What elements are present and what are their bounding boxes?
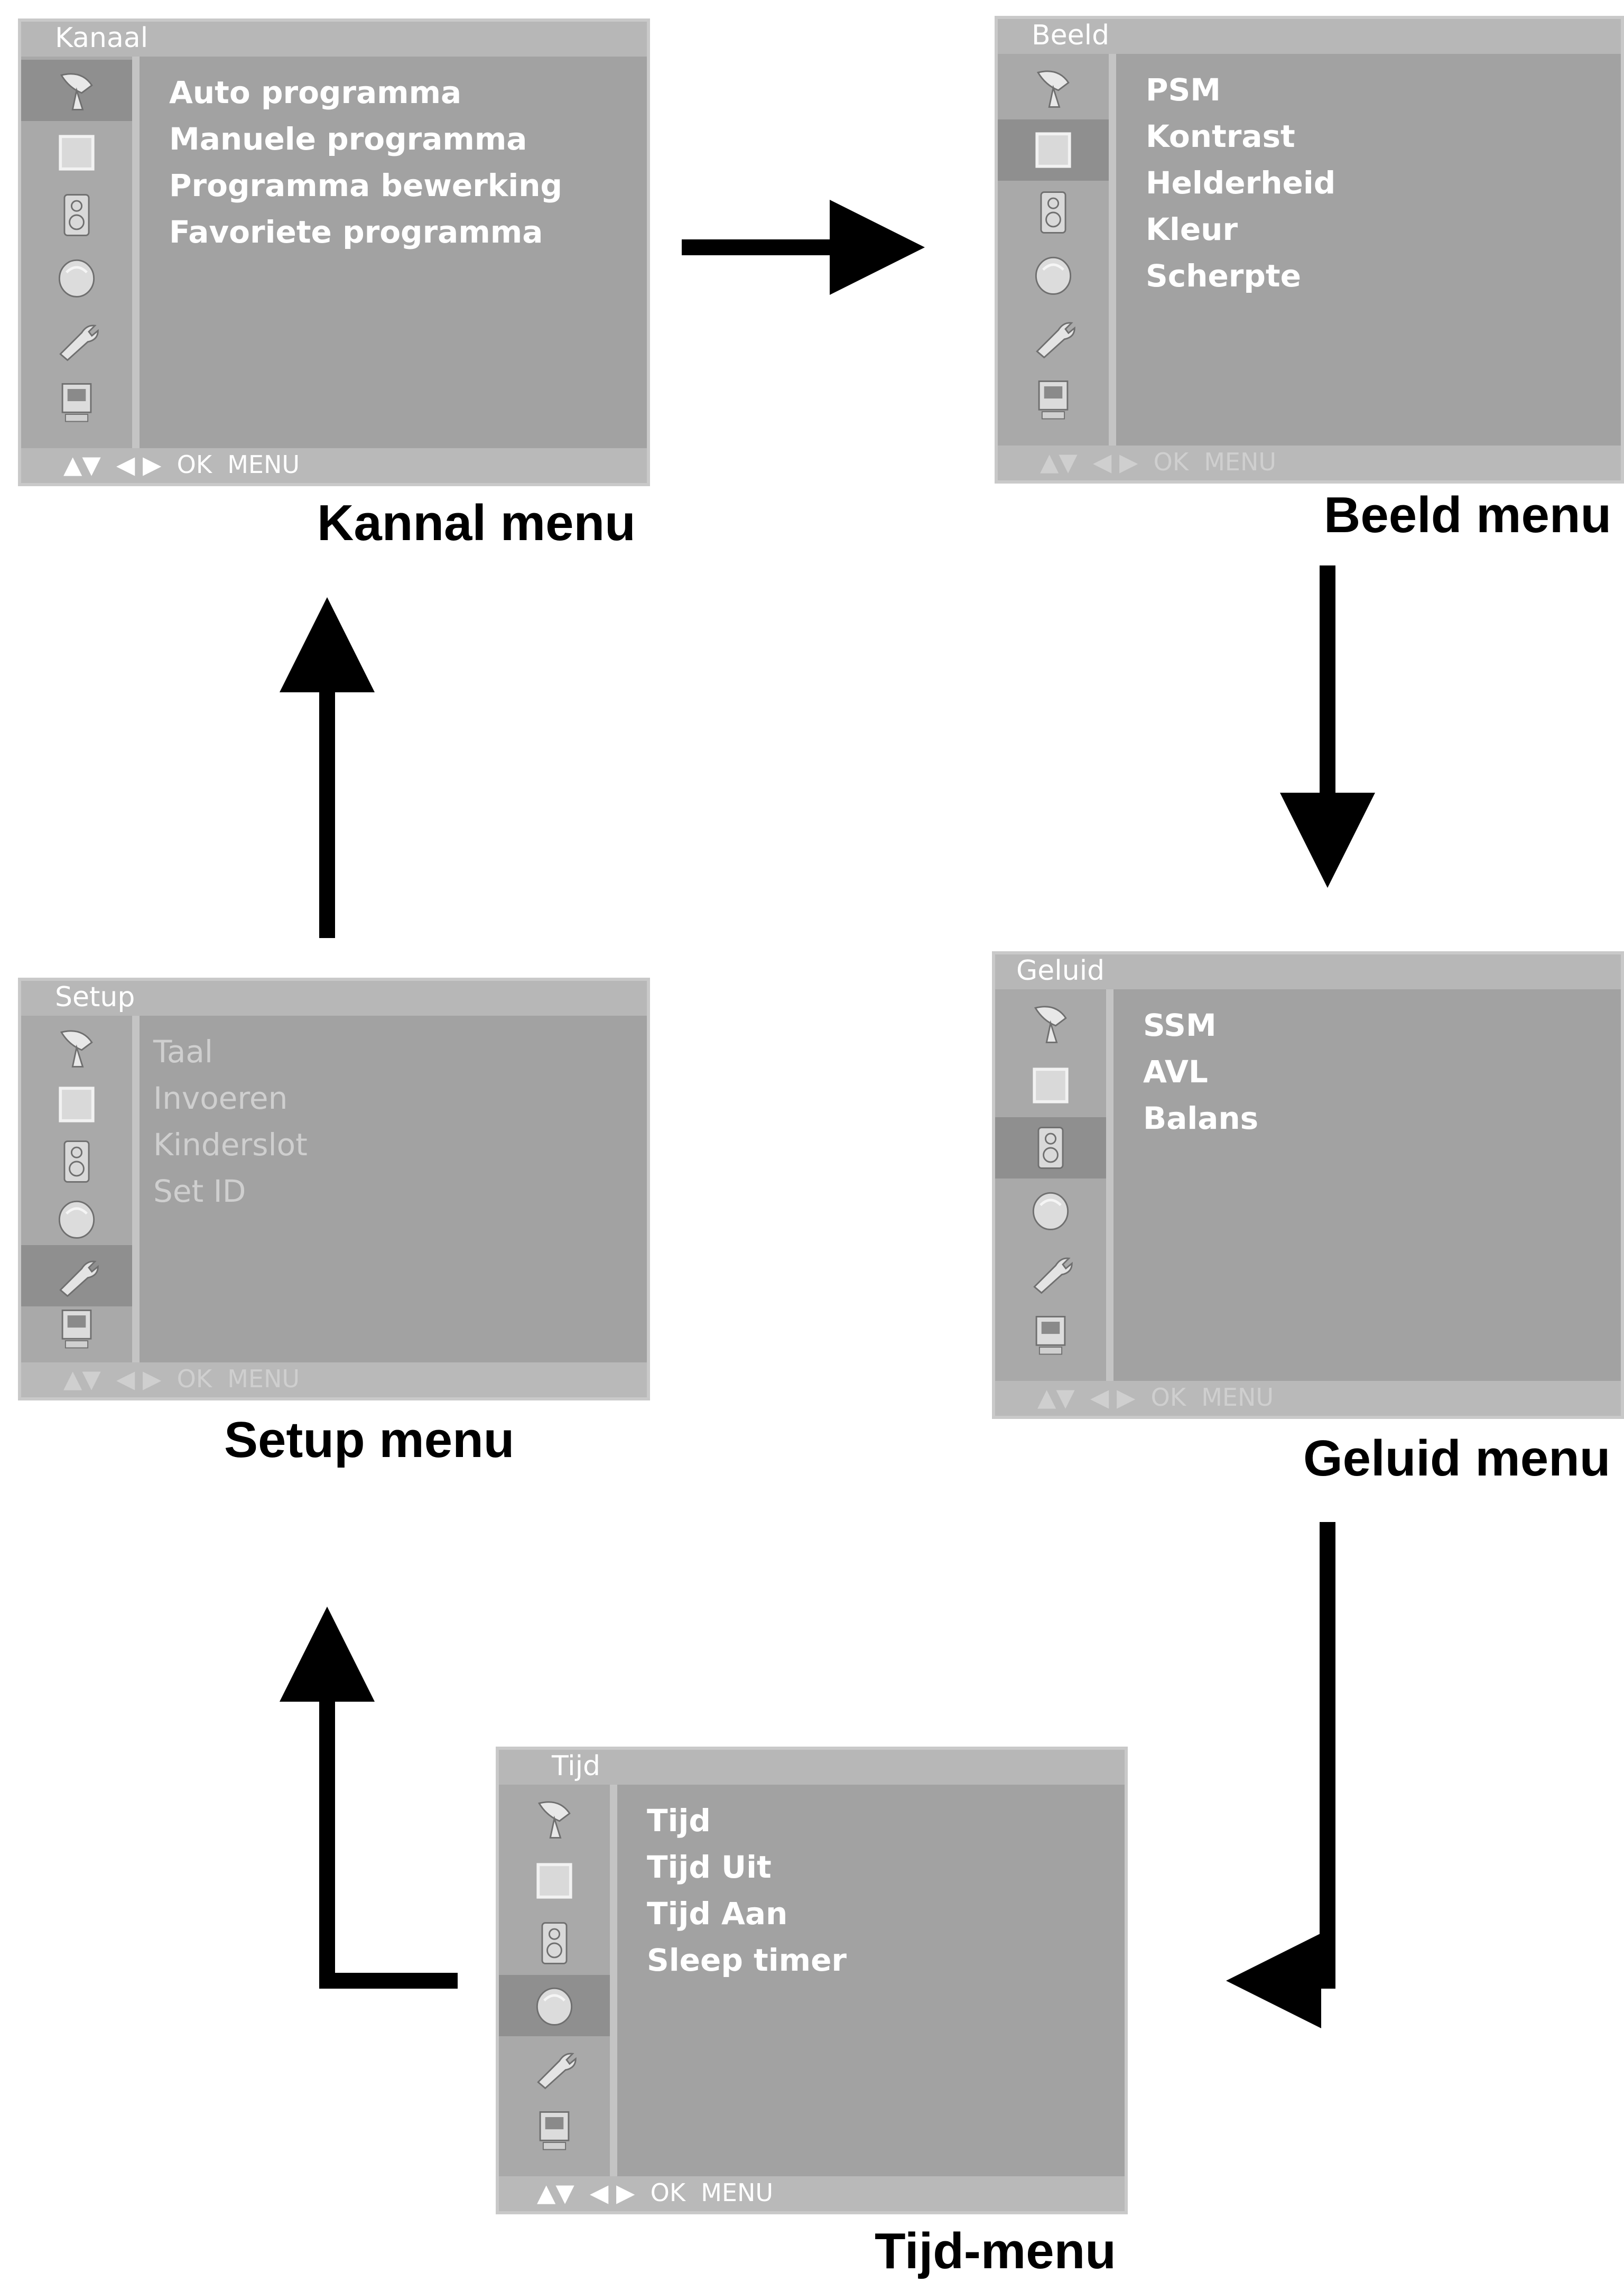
input-icon[interactable] — [998, 369, 1109, 430]
menu-title: Geluid — [995, 954, 1621, 989]
menu-footer-keys: ▲▼ ◀ ▶ OK MENU — [21, 1362, 647, 1397]
menu-item[interactable]: Helderheid — [1146, 165, 1336, 201]
menu-title: Beeld — [998, 19, 1621, 54]
menu-content: Auto programma Manuele programma Program… — [140, 57, 647, 448]
clock-icon[interactable] — [499, 1975, 610, 2036]
menu-item[interactable]: Balans — [1143, 1100, 1259, 1136]
picture-icon[interactable] — [995, 1055, 1106, 1116]
menu-items: PSM Kontrast Helderheid Kleur Scherpte — [1116, 54, 1621, 299]
menu-item[interactable]: Tijd — [647, 1803, 711, 1839]
wrench-icon[interactable] — [21, 309, 132, 370]
menu-item[interactable]: Manuele programma — [169, 121, 527, 157]
caption-tijd: Tijd-menu — [875, 2223, 1116, 2279]
picture-icon[interactable] — [499, 1850, 610, 1911]
picture-icon[interactable] — [998, 119, 1109, 181]
speaker-icon[interactable] — [21, 1131, 132, 1192]
menu-item[interactable]: Invoeren — [153, 1080, 288, 1116]
menu-content: Taal Invoeren Kinderslot Set ID — [140, 1016, 647, 1362]
satellite-icon[interactable] — [499, 1788, 610, 1849]
input-icon[interactable] — [21, 372, 132, 433]
menu-item[interactable]: Sleep timer — [647, 1942, 847, 1978]
menu-item[interactable]: Auto programma — [169, 75, 462, 110]
menu-items: Auto programma Manuele programma Program… — [140, 57, 647, 255]
satellite-icon[interactable] — [998, 57, 1109, 118]
picture-icon[interactable] — [21, 122, 132, 183]
arrow-geluid-to-tijd — [1226, 1522, 1335, 2028]
wrench-icon[interactable] — [21, 1245, 132, 1306]
menu-content: Tijd Tijd Uit Tijd Aan Sleep timer — [617, 1785, 1125, 2176]
menu-item[interactable]: PSM — [1146, 72, 1221, 108]
input-icon[interactable] — [499, 2100, 610, 2161]
menu-sidebar — [499, 1785, 617, 2176]
menu-footer-keys: ▲▼ ◀ ▶ OK MENU — [499, 2176, 1125, 2211]
menu-item[interactable]: Kontrast — [1146, 118, 1295, 154]
clock-icon[interactable] — [21, 247, 132, 308]
speaker-icon[interactable] — [998, 182, 1109, 243]
menu-setup: Setup Taal Invoeren Kinderslot Set ID ▲▼… — [18, 978, 650, 1400]
caption-kanaal: Kannal menu — [317, 495, 636, 551]
input-icon[interactable] — [21, 1302, 132, 1355]
menu-sidebar — [21, 1016, 140, 1362]
menu-footer-keys: ▲▼ ◀ ▶ OK MENU — [995, 1381, 1621, 1416]
menu-items: SSM AVL Balans — [1113, 989, 1621, 1142]
clock-icon[interactable] — [998, 244, 1109, 305]
menu-items: Taal Invoeren Kinderslot Set ID — [140, 1016, 647, 1214]
menu-beeld: Beeld PSM Kontrast Helderheid Kleur Sche… — [995, 16, 1624, 484]
menu-geluid: Geluid SSM AVL Balans ▲▼ ◀ ▶ OK MENU — [992, 951, 1624, 1419]
menu-item[interactable]: Tijd Uit — [647, 1849, 772, 1885]
speaker-icon[interactable] — [499, 1913, 610, 1974]
input-icon[interactable] — [995, 1304, 1106, 1366]
caption-geluid: Geluid menu — [1303, 1430, 1611, 1487]
menu-title: Setup — [21, 981, 647, 1016]
menu-content: SSM AVL Balans — [1113, 989, 1621, 1381]
speaker-icon[interactable] — [21, 184, 132, 246]
menu-title: Tijd — [499, 1750, 1125, 1785]
menu-sidebar — [995, 989, 1113, 1381]
menu-item[interactable]: Scherpte — [1146, 258, 1301, 294]
menu-tijd: Tijd Tijd Tijd Uit Tijd Aan Sleep timer … — [496, 1747, 1128, 2214]
caption-setup: Setup menu — [224, 1412, 515, 1468]
menu-item[interactable]: Kinderslot — [153, 1127, 308, 1163]
clock-icon[interactable] — [995, 1180, 1106, 1241]
menu-item[interactable]: Kleur — [1146, 211, 1238, 247]
menu-item[interactable]: Favoriete programma — [169, 214, 543, 250]
menu-content: PSM Kontrast Helderheid Kleur Scherpte — [1116, 54, 1621, 446]
menu-kanaal: Kanaal Auto programma Manuele programma … — [18, 18, 650, 486]
menu-item[interactable]: AVL — [1143, 1054, 1208, 1090]
arrow-tijd-to-setup — [280, 1607, 458, 1989]
menu-sidebar — [998, 54, 1116, 446]
menu-item[interactable]: Taal — [153, 1034, 214, 1070]
menu-item[interactable]: Programma bewerking — [169, 168, 563, 203]
caption-beeld: Beeld menu — [1324, 487, 1612, 543]
menu-footer-keys: ▲▼ ◀ ▶ OK MENU — [21, 448, 647, 483]
menu-sidebar — [21, 57, 140, 448]
picture-icon[interactable] — [21, 1074, 132, 1135]
wrench-icon[interactable] — [499, 2037, 610, 2099]
menu-item[interactable]: Set ID — [153, 1173, 246, 1209]
wrench-icon[interactable] — [998, 307, 1109, 368]
menu-item[interactable]: Tijd Aan — [647, 1896, 788, 1932]
clock-icon[interactable] — [21, 1188, 132, 1249]
wrench-icon[interactable] — [995, 1242, 1106, 1303]
satellite-icon[interactable] — [21, 60, 132, 121]
menu-item[interactable]: SSM — [1143, 1007, 1217, 1043]
speaker-icon[interactable] — [995, 1117, 1106, 1179]
menu-footer-keys: ▲▼ ◀ ▶ OK MENU — [998, 446, 1621, 480]
satellite-icon[interactable] — [995, 992, 1106, 1054]
satellite-icon[interactable] — [21, 1017, 132, 1078]
menu-title: Kanaal — [21, 22, 647, 57]
menu-items: Tijd Tijd Uit Tijd Aan Sleep timer — [617, 1785, 1125, 1983]
